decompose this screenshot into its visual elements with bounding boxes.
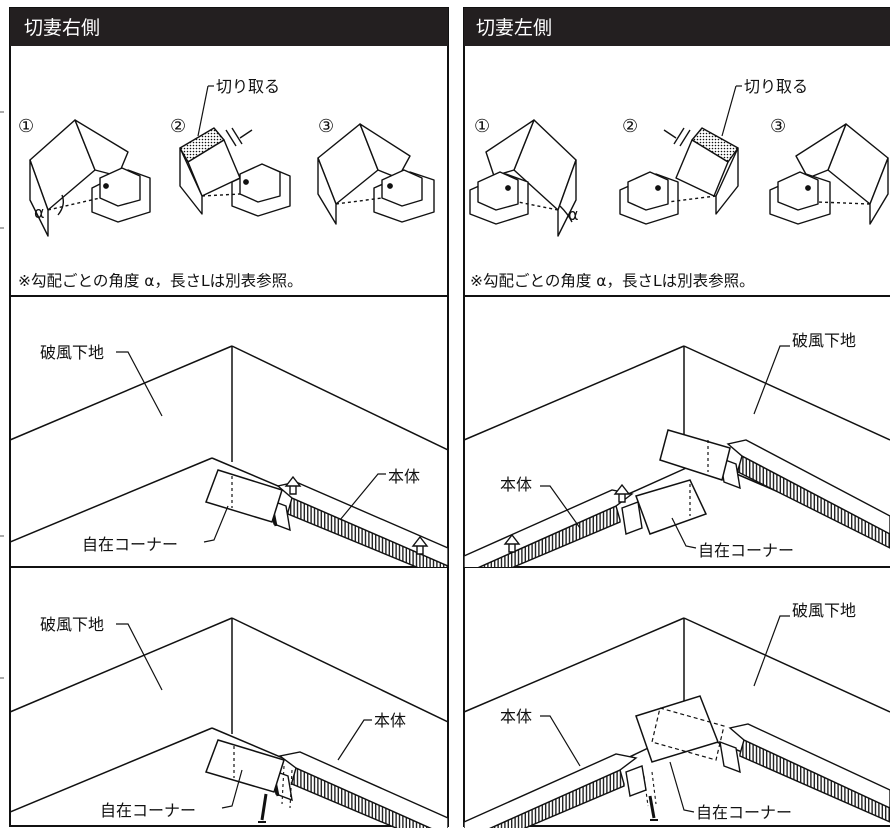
cut-off-label: 切り取る: [216, 77, 280, 96]
main-body-label: 本体: [500, 707, 532, 726]
corner-piece: [205, 739, 285, 793]
step-3-number: ③: [770, 116, 786, 137]
corner-label: 自在コーナー: [100, 801, 196, 820]
crop-marks: [0, 111, 4, 679]
up-arrow-icon: [411, 535, 429, 555]
step-1-number: ①: [18, 116, 34, 137]
right-mount-view: [10, 345, 448, 567]
cut-off-label: 切り取る: [744, 77, 808, 96]
main-body: [278, 751, 448, 828]
alpha-label: α: [34, 203, 45, 222]
step-2-drawing: [179, 85, 291, 217]
up-arrow-icon: [284, 475, 302, 495]
corner-piece-overlap: [651, 707, 725, 761]
step-1-number: ①: [474, 116, 490, 137]
up-arrow-icon: [503, 533, 521, 553]
main-body-label: 本体: [388, 467, 420, 486]
main-body-rib: [737, 454, 890, 549]
step-3-drawing: [769, 123, 889, 225]
corner-label: 自在コーナー: [82, 535, 178, 554]
panel-left-title: 切妻左側: [476, 17, 552, 39]
step-1-drawing: [29, 119, 151, 237]
fascia-base-label: 破風下地: [40, 615, 104, 634]
panel-left-header: [464, 8, 890, 46]
main-body-label: 本体: [500, 475, 532, 494]
step-3-number: ③: [318, 116, 334, 137]
main-body: [726, 439, 890, 535]
corner-label: 自在コーナー: [698, 541, 794, 560]
corner-label: 自在コーナー: [696, 803, 792, 822]
connector: [719, 740, 741, 774]
step-1-drawing: [469, 119, 577, 237]
screw-icon: [258, 793, 268, 823]
angle-note: ※勾配ごとの角度 α，長さLは別表参照。: [18, 272, 303, 290]
main-body-label: 本体: [374, 711, 406, 730]
angle-note: ※勾配ごとの角度 α，長さLは別表参照。: [470, 272, 755, 290]
alpha-label: α: [568, 205, 579, 224]
up-arrow-icon: [613, 483, 631, 503]
step-2-drawing: [619, 85, 742, 225]
corner-piece: [635, 695, 719, 763]
panel-left: 切妻左側 ① ② ③ α: [463, 7, 890, 828]
step-2-number: ②: [170, 116, 186, 137]
main-body: [464, 753, 638, 828]
fascia-base-label: 破風下地: [792, 331, 856, 350]
corner-piece: [659, 429, 731, 481]
corner-piece: [635, 479, 708, 535]
main-body-rib: [287, 497, 448, 567]
panel-right: 切妻右側 ① ② ③ α: [9, 7, 449, 828]
main-body: [464, 489, 634, 567]
fascia-base-label: 破風下地: [40, 343, 104, 362]
connector: [625, 765, 647, 797]
right-fixed-view: [10, 617, 448, 828]
main-body-rib: [739, 739, 890, 823]
step-2-number: ②: [622, 116, 638, 137]
fascia-base-label: 破風下地: [792, 601, 856, 620]
main-body: [728, 723, 890, 809]
panel-right-title: 切妻右側: [24, 17, 100, 39]
left-fixed-view: [464, 615, 890, 828]
screw-icon: [648, 795, 658, 821]
corner-piece: [205, 469, 283, 523]
panel-right-header: [10, 8, 448, 46]
step-3-drawing: [317, 123, 435, 225]
left-mount-view: [464, 345, 890, 567]
connector: [621, 501, 643, 535]
